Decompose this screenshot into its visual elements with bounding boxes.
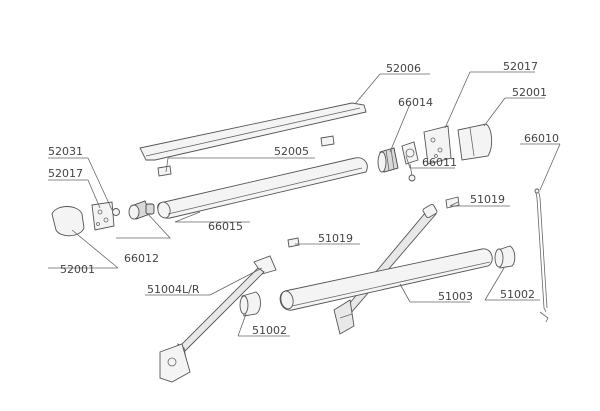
label-51019-right: 51019 <box>470 193 505 206</box>
label-66011: 66011 <box>422 156 457 169</box>
left-screw <box>112 208 120 216</box>
lead-bar-cap-right <box>494 245 516 269</box>
front-cover-profile <box>139 102 367 161</box>
label-51004: 51004L/R <box>147 283 200 296</box>
left-bracket <box>91 201 115 231</box>
arm-clip-51019-right <box>445 196 460 209</box>
crank-rod <box>534 188 549 323</box>
clip-52005-right <box>320 135 335 147</box>
label-51003: 51003 <box>438 290 473 303</box>
end-plug-66012 <box>128 200 155 220</box>
label-51002-right: 51002 <box>500 288 535 301</box>
label-52017-left: 52017 <box>48 167 83 180</box>
label-52031: 52031 <box>48 145 83 158</box>
lead-bar <box>279 248 493 311</box>
clip-52005-left <box>157 165 172 177</box>
label-52005: 52005 <box>274 145 309 158</box>
leader-lines <box>48 71 561 337</box>
right-end-cap <box>457 123 493 161</box>
roller-tube <box>157 157 368 219</box>
lead-bar-cap-left <box>239 291 261 317</box>
left-end-cap <box>51 206 85 237</box>
label-51002-left: 51002 <box>252 324 287 337</box>
label-52006: 52006 <box>386 62 421 75</box>
arm-clip-51019-mid <box>287 237 300 248</box>
label-52017-top: 52017 <box>503 60 538 73</box>
gear-drive-66014 <box>377 147 399 173</box>
label-66015: 66015 <box>208 220 243 233</box>
left-folding-arm <box>159 255 277 383</box>
label-66014: 66014 <box>398 96 433 109</box>
gear-66011 <box>401 141 419 182</box>
label-51019-mid: 51019 <box>318 232 353 245</box>
label-52001-left: 52001 <box>60 263 95 276</box>
label-66010: 66010 <box>524 132 559 145</box>
right-bracket <box>423 125 452 165</box>
label-66012: 66012 <box>124 252 159 265</box>
label-52001-top: 52001 <box>512 86 547 99</box>
